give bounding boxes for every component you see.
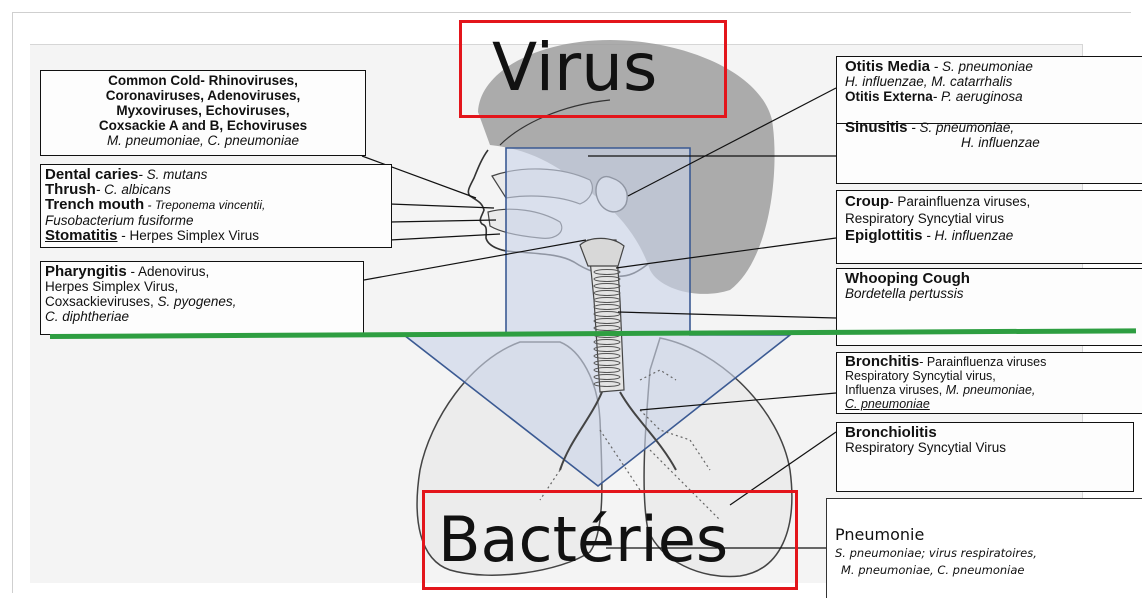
otitis-externa-agents: - P. aeruginosa bbox=[933, 89, 1023, 104]
common-cold-line2: Coronaviruses, Adenoviruses, bbox=[45, 88, 361, 103]
bronchitis-line2: Respiratory Syncytial virus, bbox=[845, 369, 1138, 383]
bronchitis-box: Bronchitis- Parainfluenza viruses Respir… bbox=[836, 352, 1142, 414]
pharyngitis-line3: Coxsackieviruses, bbox=[45, 294, 158, 309]
mouth-diseases-box: Dental caries- S. mutans Thrush- C. albi… bbox=[40, 164, 392, 248]
otitis-sinusitis-box: Otitis Media - S. pneumoniae H. influenz… bbox=[836, 56, 1142, 184]
pharyngitis-line3-italic: S. pyogenes, bbox=[158, 294, 237, 309]
trench-mouth-title: Trench mouth bbox=[45, 196, 144, 213]
pneumonie-title: Pneumonie bbox=[835, 525, 1134, 545]
common-cold-line1: - Rhinoviruses, bbox=[200, 73, 298, 88]
otitis-media-title: Otitis Media bbox=[845, 58, 930, 75]
bronchitis-title: Bronchitis bbox=[845, 353, 919, 370]
stomatitis-agents: - Herpes Simplex Virus bbox=[118, 228, 260, 243]
whooping-cough-title: Whooping Cough bbox=[845, 271, 1138, 286]
whooping-cough-agent: Bordetella pertussis bbox=[845, 286, 1138, 301]
otitis-media-line2: H. influenzae, M. catarrhalis bbox=[845, 74, 1138, 89]
pharyngitis-line2: Herpes Simplex Virus, bbox=[45, 279, 359, 294]
common-cold-line4: Coxsackie A and B, Echoviruses bbox=[45, 118, 361, 133]
otitis-sinusitis-divider bbox=[837, 123, 1142, 124]
pneumonie-line2: M. pneumoniae, C. pneumoniae bbox=[835, 562, 1134, 579]
otitis-externa-title: Otitis Externa bbox=[845, 89, 933, 104]
sinusitis-title: Sinusitis bbox=[845, 119, 908, 136]
bronchitis-line3: Influenza viruses, bbox=[845, 383, 946, 397]
common-cold-title: Common Cold bbox=[108, 73, 200, 88]
croup-line2: Respiratory Syncytial virus bbox=[845, 210, 1138, 227]
pharyngitis-box: Pharyngitis - Adenovirus, Herpes Simplex… bbox=[40, 261, 364, 335]
trench-mouth-agents-2: Fusobacterium fusiforme bbox=[45, 213, 387, 228]
common-cold-line5: M. pneumoniae, C. pneumoniae bbox=[45, 133, 361, 148]
otitis-media-line1: - S. pneumoniae bbox=[930, 59, 1033, 74]
pharyngitis-line1: - Adenovirus, bbox=[127, 264, 210, 279]
bronchiolitis-box: Bronchiolitis Respiratory Syncytial Viru… bbox=[836, 422, 1134, 492]
stomatitis-title: Stomatitis bbox=[45, 227, 118, 244]
bronchitis-line3-italic: M. pneumoniae, bbox=[946, 383, 1036, 397]
dental-caries-agents: - S. mutans bbox=[138, 167, 207, 182]
pharyngitis-line4: C. diphtheriae bbox=[45, 309, 359, 324]
epiglottitis-title: Epiglottitis bbox=[845, 227, 923, 244]
bronchiolitis-line1: Respiratory Syncytial Virus bbox=[845, 440, 1129, 455]
sinusitis-line2: H. influenzae bbox=[845, 135, 1138, 150]
trench-mouth-agents: - Treponema vincentii, bbox=[144, 198, 265, 212]
pharyngitis-title: Pharyngitis bbox=[45, 263, 127, 280]
croup-epiglottitis-box: Croup- Parainfluenza viruses, Respirator… bbox=[836, 190, 1142, 264]
bronchitis-line1: - Parainfluenza viruses bbox=[919, 355, 1046, 369]
common-cold-box: Common Cold- Rhinoviruses, Coronaviruses… bbox=[40, 70, 366, 156]
pneumonie-line1: S. pneumoniae; virus respiratoires, bbox=[835, 545, 1134, 562]
croup-title: Croup bbox=[845, 193, 889, 210]
bacteria-title: Bactéries bbox=[438, 502, 728, 578]
bronchiolitis-title: Bronchiolitis bbox=[845, 425, 1129, 440]
pneumonie-box: Pneumonie S. pneumoniae; virus respirato… bbox=[826, 498, 1142, 598]
bronchitis-line4: C. pneumoniae bbox=[845, 397, 1138, 411]
croup-line1: - Parainfluenza viruses, bbox=[889, 194, 1030, 209]
virus-title: Virus bbox=[492, 30, 657, 106]
epiglottitis-agents: - H. influenzae bbox=[923, 228, 1014, 243]
thrush-agents: - C. albicans bbox=[96, 182, 171, 197]
larynx bbox=[580, 238, 624, 266]
common-cold-line3: Myxoviruses, Echoviruses, bbox=[45, 103, 361, 118]
